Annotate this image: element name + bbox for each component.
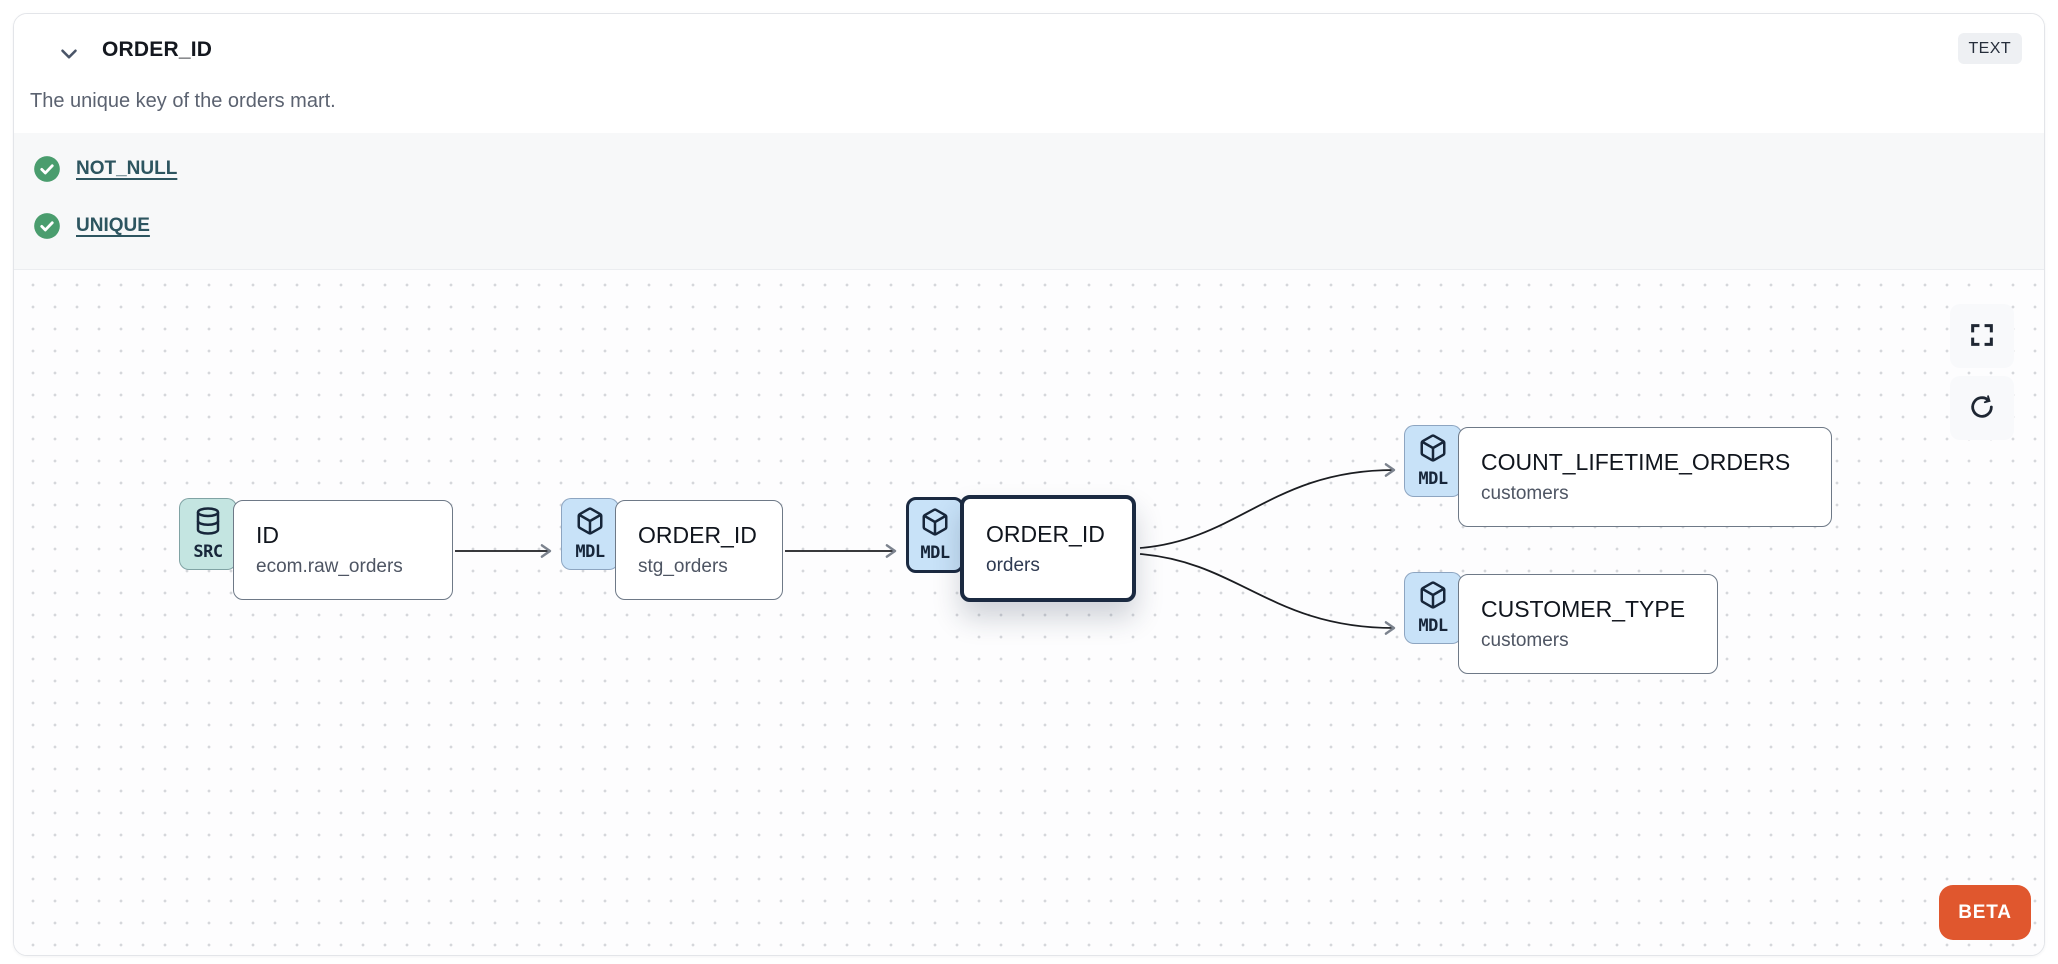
model-kind-badge: MDL (1404, 572, 1462, 644)
node-title: ORDER_ID (638, 522, 757, 548)
node-kind-label: MDL (1418, 616, 1448, 636)
node-subtitle: stg_orders (638, 556, 728, 577)
test-row: NOT_NULL (33, 155, 177, 183)
column-description: The unique key of the orders mart. (30, 90, 336, 112)
cube-icon (1418, 433, 1448, 468)
node-title: ORDER_ID (986, 520, 1105, 547)
node-kind-label: MDL (1418, 469, 1448, 489)
data-type-badge: TEXT (1957, 33, 2022, 64)
node-body: CUSTOMER_TYPE customers (1458, 574, 1718, 674)
maximize-icon (1968, 321, 1996, 352)
node-kind-label: SRC (193, 542, 223, 562)
node-subtitle: customers (1481, 630, 1569, 651)
fullscreen-button[interactable] (1950, 304, 2014, 368)
check-circle-icon (33, 155, 61, 183)
refresh-button[interactable] (1950, 376, 2014, 440)
node-title: ID (256, 522, 279, 548)
header: ORDER_ID TEXT The unique key of the orde… (14, 14, 2044, 133)
node-title: COUNT_LIFETIME_ORDERS (1481, 449, 1791, 475)
refresh-icon (1968, 393, 1996, 424)
lineage-edges (455, 463, 1396, 635)
source-kind-badge: SRC (179, 498, 237, 570)
node-subtitle: orders (986, 554, 1040, 576)
cube-icon (575, 506, 605, 541)
node-body: ID ecom.raw_orders (233, 500, 453, 600)
cube-icon (920, 507, 950, 542)
test-link-not-null[interactable]: NOT_NULL (76, 158, 178, 179)
column-details-card: ORDER_ID TEXT The unique key of the orde… (13, 13, 2045, 956)
node-title: CUSTOMER_TYPE (1481, 596, 1686, 622)
model-kind-badge: MDL (906, 497, 964, 573)
node-kind-label: MDL (575, 542, 605, 562)
beta-badge: BETA (1939, 885, 2031, 940)
tests-section: NOT_NULL UNIQUE (14, 133, 2044, 270)
cube-icon (1418, 580, 1448, 615)
collapse-toggle-button[interactable] (54, 40, 84, 70)
column-title: ORDER_ID (102, 38, 213, 61)
lineage-canvas[interactable]: SRC ID ecom.raw_orders MDL ORDER_ID stg_… (14, 270, 2044, 955)
test-row: UNIQUE (33, 212, 150, 240)
check-circle-icon (33, 212, 61, 240)
node-subtitle: ecom.raw_orders (256, 556, 403, 577)
model-kind-badge: MDL (561, 498, 619, 570)
node-subtitle: customers (1481, 483, 1569, 504)
node-body: COUNT_LIFETIME_ORDERS customers (1458, 427, 1832, 527)
test-link-unique[interactable]: UNIQUE (76, 215, 150, 236)
node-body: ORDER_ID stg_orders (615, 500, 783, 600)
node-body: ORDER_ID orders (960, 495, 1136, 602)
model-kind-badge: MDL (1404, 425, 1462, 497)
chevron-down-icon (56, 41, 82, 70)
database-icon (193, 506, 223, 541)
node-kind-label: MDL (920, 543, 950, 563)
